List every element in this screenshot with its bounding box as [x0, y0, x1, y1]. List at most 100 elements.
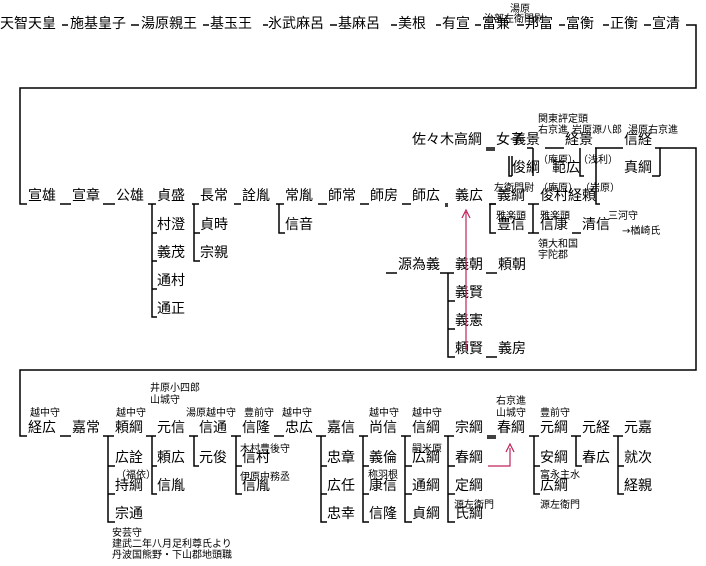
note-tsunakage-note: （庵原）	[538, 155, 578, 166]
lineage-line	[404, 436, 412, 523]
note-harutsuna-b-note1: 右京進	[496, 396, 526, 407]
person-nobuyasu: 信康	[540, 217, 568, 233]
person-mochitsuna: 持綱	[115, 478, 143, 494]
person-shiki: 施基皇子	[70, 16, 126, 32]
person-tadaaki: 忠章	[327, 450, 355, 466]
note-munemichi-note3: 丹波国熊野・下山郡地頭職	[112, 550, 232, 561]
person-nobumura: 信村	[242, 450, 270, 466]
person-yoshifusa: 義房	[498, 341, 526, 357]
person-yorikata: 頼賢	[455, 341, 483, 357]
person-yoshinobu: 嘉信	[327, 420, 355, 436]
person-nobutsuna: 信綱	[412, 420, 440, 436]
note-hirotsuna-note: 嗣米原	[412, 444, 442, 455]
person-yasunobu: 康信	[369, 478, 397, 494]
note-nobutaka-note: 豊前守	[244, 408, 274, 419]
note-tsunekage-note: 岩原源八郎	[572, 125, 622, 136]
person-mototoshi: 元俊	[199, 450, 227, 466]
person-motonobu: 元信	[157, 420, 185, 436]
note-tsuneyori-note: （岩原）	[580, 183, 620, 194]
person-yoshitsuna: 義綱	[497, 188, 525, 204]
lineage-line	[362, 436, 369, 523]
lineage-line	[193, 436, 199, 467]
person-tsunehiro: 経広	[28, 420, 56, 436]
note-tomikane-note1: 湯原	[510, 4, 530, 15]
person-nobuaki: 宣章	[72, 188, 100, 204]
note-nobutsuna-note: 越中守	[412, 408, 442, 419]
note-munemichi-note1: 安芸守	[112, 528, 142, 539]
lineage-line	[447, 273, 455, 358]
person-tomikane: 富兼	[482, 16, 510, 32]
note-nobumura-note: 木村豊後守	[240, 444, 290, 455]
person-nobumichi: 信通	[199, 420, 227, 436]
person-sasaki: 佐々木高綱	[412, 132, 482, 148]
person-nobukiyo: 宣清	[652, 16, 680, 32]
person-tsunekage: 経景	[565, 132, 593, 148]
person-munemichi: 宗通	[115, 506, 143, 522]
note-yoshikage-note2: 右京進	[538, 125, 568, 136]
person-yoshihiro: 義広	[455, 188, 483, 204]
person-michitsuna: 通綱	[412, 478, 440, 494]
lineage-line	[575, 436, 582, 467]
person-harutsuna-b: 春綱	[497, 420, 525, 436]
person-nobutsune: 信経	[624, 132, 652, 148]
note-naonobu-note: 越中守	[369, 408, 399, 419]
person-yorihiro: 頼広	[157, 450, 185, 466]
person-yoshine: 美根	[398, 16, 426, 32]
note-motonobu-note1: 井原小四郎	[150, 383, 200, 394]
person-sadatsuna: 貞綱	[412, 506, 440, 522]
person-morohiro: 師広	[412, 188, 440, 204]
person-nokiyoshi: 詮胤	[242, 188, 270, 204]
adoption-arrow	[505, 442, 515, 453]
lineage-line	[151, 436, 157, 495]
lineage-line	[193, 204, 200, 262]
person-yoshitomo: 義朝	[455, 257, 483, 273]
lineage-line	[19, 24, 697, 205]
lineage-line	[151, 204, 157, 318]
note-tomikane-note2: 治部左衛門尉	[484, 14, 544, 25]
lineage-line	[107, 436, 115, 523]
person-toshimura: 俊村	[540, 188, 568, 204]
person-tenji: 天智天皇	[0, 16, 56, 32]
person-yoritsuna: 頼綱	[115, 420, 143, 436]
person-nobutaka: 信隆	[242, 420, 270, 436]
note-munemichi-note2: 建武二年八月足利尊氏より	[112, 539, 232, 550]
person-yoshimichi: 義倫	[369, 450, 397, 466]
person-saneatsu: 真綱	[624, 160, 652, 176]
person-mototsuna: 元綱	[540, 420, 568, 436]
person-tsuneyori: 経頼	[568, 188, 596, 204]
note-ujitsuna-note: 源左衛門	[454, 500, 494, 511]
lineage-line	[235, 436, 242, 495]
person-tsunetane: 常胤	[285, 188, 313, 204]
person-naonobu: 尚信	[369, 420, 397, 436]
adoption-link	[488, 448, 511, 467]
person-nobuoto: 信音	[285, 217, 313, 233]
person-yoritomo: 頼朝	[498, 257, 526, 273]
note-nobutsune-note: 湯原右京進	[628, 125, 678, 136]
lineage-line	[579, 148, 584, 177]
person-sadatoki: 貞時	[200, 217, 228, 233]
person-yoshishige: 義茂	[157, 245, 185, 261]
person-kiyonobu: 清信	[582, 217, 610, 233]
person-yuhara: 湯原親王	[141, 16, 197, 32]
person-michimasa: 通正	[157, 301, 185, 317]
person-ujitsuna: 氏綱	[455, 506, 483, 522]
person-yasutsuna: 安綱	[540, 450, 568, 466]
person-murasumi: 村澄	[157, 217, 185, 233]
person-harutsuna-a: 春綱	[455, 450, 483, 466]
note-nobuyasu-after1: 領大和国	[538, 239, 578, 250]
person-motoyuki: 元経	[582, 420, 610, 436]
person-munechika: 宗親	[200, 245, 228, 261]
person-sadatsuna2: 定綱	[455, 478, 483, 494]
lineage-line	[508, 156, 512, 177]
person-hirotoki: 広詮	[115, 450, 143, 466]
person-yoshikata: 義賢	[455, 285, 483, 301]
note-mochitsuna-note: （福依）	[116, 470, 156, 481]
note-harutsuna-b-note2: 山城守	[496, 408, 526, 419]
note-motonobu-note2: 山城守	[150, 395, 180, 406]
person-kimio: 公雄	[116, 188, 144, 204]
note-kiyonobu-after: →楢崎氏	[622, 226, 661, 237]
person-masahira: 正衡	[610, 16, 638, 32]
person-kimaro: 基麻呂	[338, 16, 380, 32]
